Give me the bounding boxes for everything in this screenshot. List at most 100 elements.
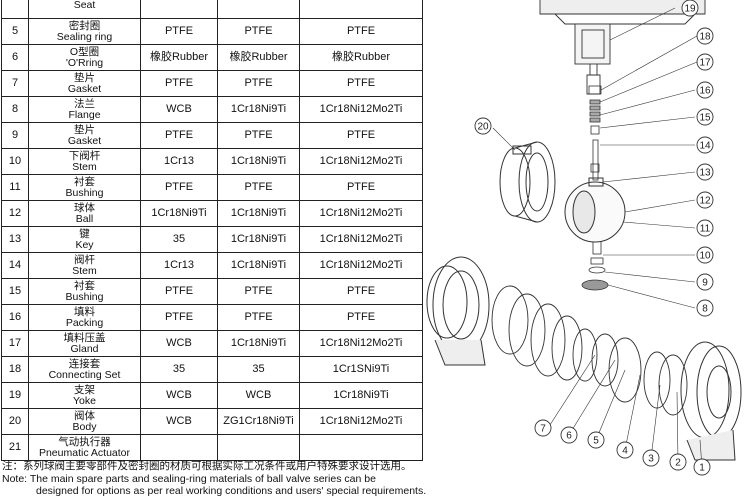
material-cell-1: 1Cr13 [140, 148, 218, 175]
part-name-chinese: O型圈 [69, 45, 100, 58]
callout-8: 8 [696, 299, 714, 317]
callout-11: 11 [696, 219, 714, 237]
callout-20: 20 [474, 117, 492, 135]
note-english-line-2: designed for options as per real working… [36, 485, 427, 497]
part-number-cell: 8 [1, 96, 29, 123]
material-cell-2 [217, 434, 300, 461]
right-flange-drawing [680, 341, 742, 461]
material-cell-2: PTFE [217, 174, 300, 201]
part-name-english: Seat [73, 0, 96, 11]
material-cell-2: 1Cr18Ni9Ti [217, 148, 300, 175]
part-name-chinese: 垫片 [74, 71, 95, 84]
part-name-chinese: 填料压盖 [63, 331, 106, 344]
material-cell-3: 1Cr18Ni12Mo2Ti [299, 200, 423, 227]
callout-label: 14 [699, 141, 711, 152]
material-cell-2: 1Cr18Ni9Ti [217, 96, 300, 123]
part-name-chinese: 气动执行器 [58, 435, 111, 448]
callout-label: 1 [699, 463, 705, 474]
callout-label: 17 [699, 58, 711, 69]
part-name-chinese: 法兰 [74, 97, 95, 110]
material-cell-1: PTFE [140, 122, 218, 149]
callout-label: 2 [675, 458, 681, 469]
material-cell-3: 橡胶Rubber [299, 44, 423, 71]
material-cell-2: PTFE [217, 122, 300, 149]
callout-4: 4 [616, 441, 634, 459]
material-cell-1: PTFE [140, 18, 218, 45]
notes: 注：系列球阀主要零部件及密封圈的材质可根据实际工况条件或用户特殊要求设计选用。 … [2, 460, 426, 498]
callout-12: 12 [696, 191, 714, 209]
material-cell-1: 35 [140, 356, 218, 383]
part-number-cell: 11 [1, 174, 29, 201]
material-cell-3: 1Cr18Ni12Mo2Ti [299, 148, 423, 175]
material-cell-3: PTFE [299, 18, 423, 45]
part-name-english: Body [72, 420, 97, 433]
material-cell-3: 1Cr18Ni9Ti [299, 382, 423, 409]
part-name-english: Packing [65, 316, 104, 329]
part-number-cell: 13 [1, 226, 29, 253]
part-name-english: Sealing ring [56, 30, 113, 43]
part-number-cell: 6 [1, 44, 29, 71]
body-drawing [499, 141, 556, 223]
material-cell-1 [140, 0, 218, 19]
part-name-english: Key [75, 238, 94, 251]
actuator-yoke-drawing [539, 0, 706, 95]
table-row: Seat [1, 0, 423, 19]
material-cell-2: ZG1Cr18Ni9Ti [217, 408, 300, 435]
callout-7: 7 [534, 419, 552, 437]
material-cell-3: 1Cr18Ni12Mo2Ti [299, 96, 423, 123]
material-cell-2 [217, 0, 300, 19]
part-name-english: Bushing [65, 186, 104, 199]
material-cell-2: 橡胶Rubber [217, 44, 300, 71]
material-cell-2: 1Cr18Ni9Ti [217, 200, 300, 227]
material-cell-3: PTFE [299, 122, 423, 149]
material-cell-3: 1Cr1SNi9Ti [299, 356, 423, 383]
part-name-cell: Seat [28, 0, 141, 19]
material-cell-3: PTFE [299, 304, 423, 331]
callout-label: 7 [540, 424, 546, 435]
part-name-english: Pneumatic Actuator [38, 446, 131, 459]
callout-label: 9 [702, 278, 708, 289]
material-cell-1: WCB [140, 382, 218, 409]
left-flange-drawing [426, 256, 490, 366]
part-name-chinese: 阀体 [74, 409, 95, 422]
material-cell-2: PTFE [217, 304, 300, 331]
material-cell-2: PTFE [217, 18, 300, 45]
material-cell-1: WCB [140, 96, 218, 123]
part-name-chinese: 填料 [74, 305, 95, 318]
material-cell-2: PTFE [217, 70, 300, 97]
part-number-cell: 14 [1, 252, 29, 279]
part-name-chinese: 下阀杆 [68, 149, 101, 162]
callout-10: 10 [696, 246, 714, 264]
part-name-chinese: 衬套 [74, 175, 95, 188]
part-name-english: Bushing [65, 290, 104, 303]
material-cell-2: 35 [217, 356, 300, 383]
material-cell-2: 1Cr18Ni9Ti [217, 252, 300, 279]
part-number-cell: 16 [1, 304, 29, 331]
part-name-chinese: 阀杆 [74, 253, 95, 266]
material-cell-3: 1Cr18Ni12Mo2Ti [299, 226, 423, 253]
material-cell-1: 1Cr13 [140, 252, 218, 279]
callout-16: 16 [696, 81, 714, 99]
material-cell-1: PTFE [140, 278, 218, 305]
callout-15: 15 [696, 108, 714, 126]
callout-label: 15 [699, 113, 711, 124]
callout-label: 6 [566, 431, 572, 442]
callout-18: 18 [696, 27, 714, 45]
